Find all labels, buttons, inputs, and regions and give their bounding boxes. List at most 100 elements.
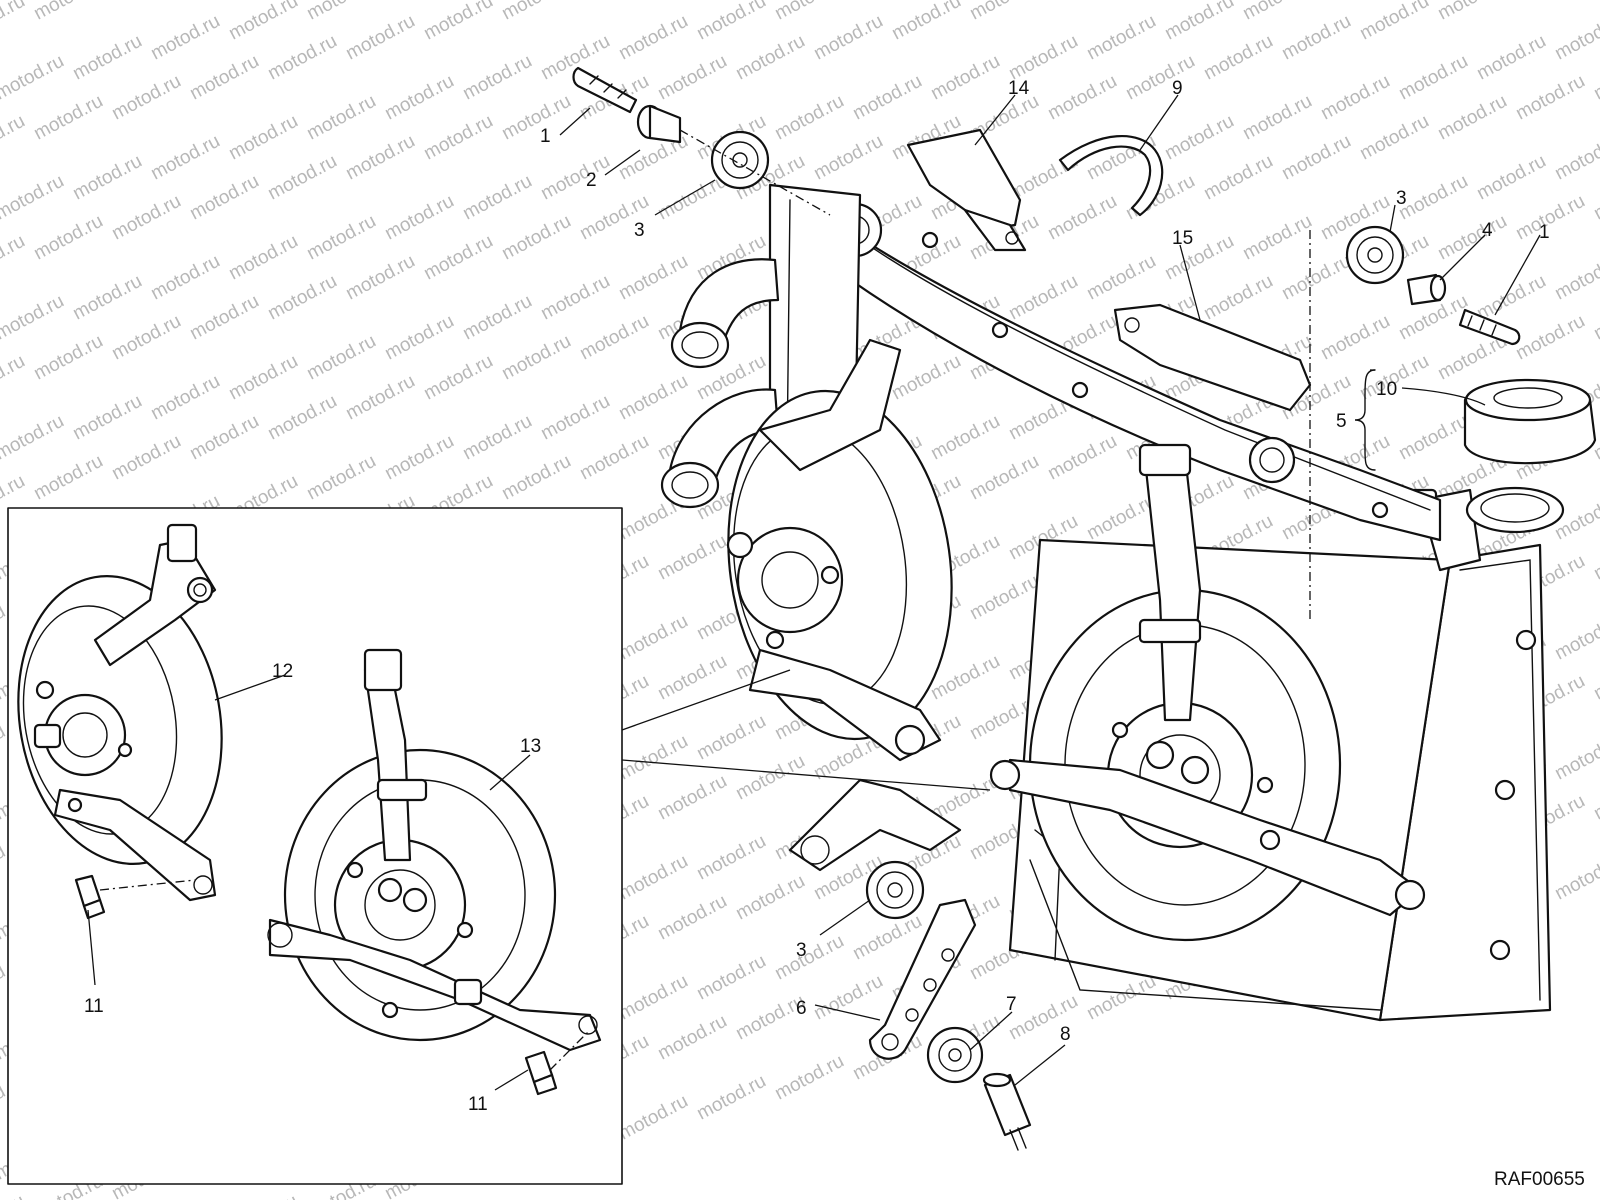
watermark-text: motod.ru [1083,251,1159,305]
callout-15: 15 [1172,228,1193,249]
inset-bolt-left [74,874,106,920]
watermark-text: motod.ru [69,271,145,325]
watermark-text: motod.ru [1239,211,1315,265]
watermark-text: motod.ru [1512,191,1588,245]
watermark-text: motod.ru [1434,0,1510,24]
watermark-text: motod.ru [1200,271,1276,325]
watermark-text: motod.ru [693,0,769,44]
stud-8 [982,1072,1032,1151]
watermark-text: motod.ru [654,531,730,585]
watermark-text: motod.ru [30,0,106,24]
watermark-text: motod.ru [0,51,68,105]
watermark-text: motod.ru [420,231,496,285]
watermark-text: motod.ru [576,431,652,485]
watermark-text: motod.ru [1356,111,1432,165]
watermark-text: motod.ru [30,451,106,505]
watermark-text: motod.ru [147,11,223,65]
watermark-text: motod.ru [927,411,1003,465]
callout-4: 4 [1482,220,1493,241]
watermark-text: motod.ru [459,291,535,345]
watermark-text: motod.ru [1512,311,1588,365]
watermark-text: motod.ru [771,931,847,985]
left-cooling-fan [726,338,953,762]
lower-mount-bracket [788,778,962,872]
watermark-text: motod.ru [771,0,847,24]
grommet-top-right [1345,225,1405,285]
callout-1-right: 1 [1539,222,1550,243]
watermark-text: motod.ru [1551,251,1600,305]
watermark-text: motod.ru [615,371,691,425]
watermark-text: motod.ru [147,131,223,185]
watermark-text: motod.ru [966,571,1042,625]
callout-3-right: 3 [1396,188,1407,209]
watermark-text: motod.ru [264,271,340,325]
watermark-text: motod.ru [615,851,691,905]
watermark-text: motod.ru [1044,0,1120,4]
filler-neck [1408,486,1565,572]
watermark-text: motod.ru [303,91,379,145]
watermark-text: motod.ru [381,191,457,245]
watermark-text: motod.ru [381,71,457,125]
brace-5 [1354,369,1376,471]
watermark-text: motod.ru [1239,91,1315,145]
bracket-15 [1113,303,1312,412]
watermark-text: motod.ru [888,351,964,405]
inset-fan-12 [17,523,223,902]
watermark-text: motod.ru [225,1191,301,1200]
watermark-text: motod.ru [303,211,379,265]
drawing-code: RAF00655 [1494,1169,1585,1190]
callout-5: 5 [1336,411,1347,432]
watermark-text: motod.ru [1044,191,1120,245]
watermark-text: motod.ru [186,291,262,345]
watermark-text: motod.ru [0,0,29,44]
callout-10: 10 [1376,379,1397,400]
watermark-text: motod.ru [381,0,457,4]
watermark-text: motod.ru [927,51,1003,105]
callout-2: 2 [586,170,597,191]
watermark-text: motod.ru [849,71,925,125]
watermark-text: motod.ru [615,731,691,785]
leader-lines [87,94,1541,1091]
grommet-7 [926,1026,984,1084]
coolant-hose-upper [670,258,780,369]
watermark-text: motod.ru [1005,271,1081,325]
watermark-text: motod.ru [1044,71,1120,125]
watermark-text: motod.ru [1590,171,1600,225]
watermark-text: motod.ru [693,711,769,765]
watermark-text: motod.ru [30,211,106,265]
watermark-text: motod.ru [30,91,106,145]
watermark-text: motod.ru [342,251,418,305]
watermark-text: motod.ru [1317,311,1393,365]
inset-fan-13 [267,648,602,1052]
watermark-text: motod.ru [1434,211,1510,265]
watermark-text: motod.ru [810,131,886,185]
watermark-text: motod.ru [1473,31,1549,85]
watermark-text: motod.ru [771,1051,847,1105]
watermark-text: motod.ru [732,31,808,85]
watermark-text: motod.ru [615,1091,691,1145]
callout-7: 7 [1006,994,1017,1015]
inset-bolt-right [524,1050,558,1096]
watermark-text: motod.ru [303,451,379,505]
watermark-text: motod.ru [654,1011,730,1065]
watermark-text: motod.ru [186,411,262,465]
callout-11-mid: 11 [468,1094,488,1115]
watermark-text: motod.ru [30,331,106,385]
watermark-text: motod.ru [1473,271,1549,325]
callout-6: 6 [796,998,807,1019]
watermark-text: motod.ru [1005,31,1081,85]
watermark-text: motod.ru [1551,851,1600,905]
watermark-text: motod.ru [576,0,652,4]
coolant-hose-lower [660,388,780,509]
watermark-text: motod.ru [654,771,730,825]
watermark-text: motod.ru [0,411,68,465]
watermark-text: motod.ru [1551,131,1600,185]
inset-pointer [621,669,991,791]
watermark-text: motod.ru [1161,111,1237,165]
watermark-text: motod.ru [459,411,535,465]
callout-12: 12 [272,661,293,682]
watermark-text: motod.ru [459,171,535,225]
watermark-text: motod.ru [1590,771,1600,825]
watermark-text: motod.ru [1317,0,1393,4]
